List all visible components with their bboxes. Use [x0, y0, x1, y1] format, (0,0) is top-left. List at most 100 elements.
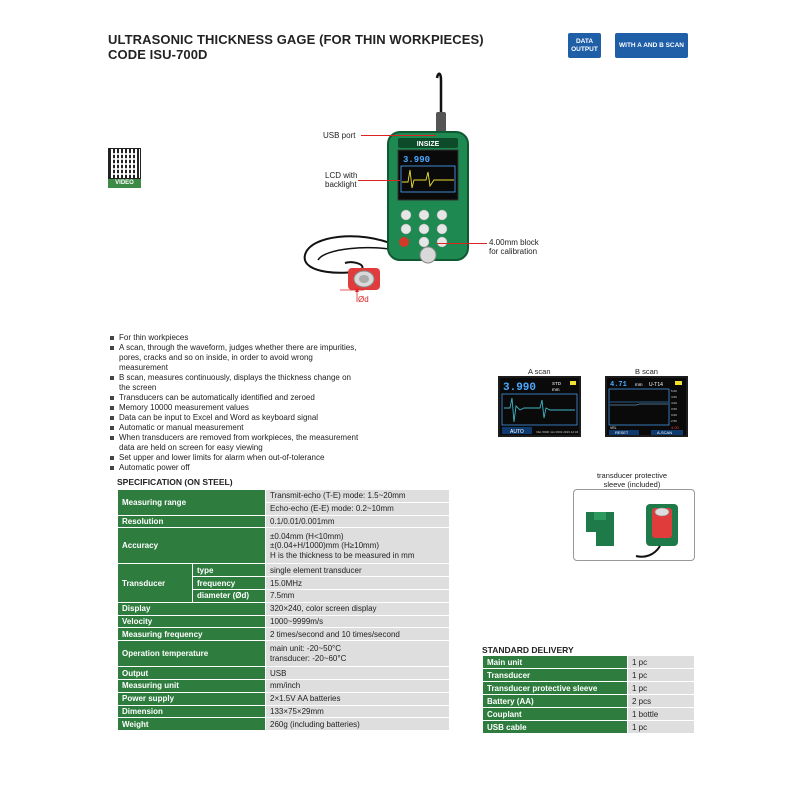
spec-value: ±0.04mm (H<10mm) ±(0.04+H/1000)mm (H≥10m… — [265, 527, 450, 565]
a-scan-screen: 3.990 STD mm AUTO VEL 5900 m/s F001 2023… — [498, 376, 581, 437]
b-scale-4: 3.00 — [671, 413, 677, 417]
sleeve-image — [573, 489, 695, 561]
delivery-item: Transducer — [482, 668, 628, 682]
spec-value: 15.0MHz — [265, 576, 450, 590]
spec-value: main unit: -20~50°C transducer: -20~60°C — [265, 640, 450, 668]
callout-block: 4.00mm block for calibration — [489, 238, 539, 256]
feature-list: For thin workpieces A scan, through the … — [110, 333, 360, 473]
list-item: When transducers are removed from workpi… — [110, 433, 360, 453]
spec-label: Power supply — [117, 691, 266, 706]
spec-value: 133×75×29mm — [265, 704, 450, 719]
spec-label: Output — [117, 666, 266, 680]
table-row: frequency 15.0MHz — [118, 576, 450, 590]
b-scale-0: 5.00 — [671, 389, 677, 393]
list-item: Automatic or manual measurement — [110, 423, 360, 433]
spec-value: USB — [265, 666, 450, 680]
page-title: ULTRASONIC THICKNESS GAGE (FOR THIN WORK… — [108, 32, 484, 62]
spec-value: 0.1/0.01/0.001mm — [265, 514, 450, 529]
callout-line-usb — [361, 135, 436, 136]
qr-label: VIDEO — [108, 179, 141, 188]
callout-line-lcd — [358, 180, 400, 181]
a-scan-label: A scan — [528, 367, 551, 376]
spec-value: Transmit-echo (T-E) mode: 1.5~20mm — [265, 489, 450, 503]
spec-value: single element transducer — [265, 563, 450, 578]
sleeve-text-1: transducer protective — [596, 471, 668, 480]
spec-label: Resolution — [117, 514, 266, 529]
table-row: Display 320×240, color screen display — [117, 601, 450, 616]
table-row: Measuring unit mm/inch — [117, 678, 450, 693]
delivery-qty: 1 bottle — [627, 707, 695, 721]
table-row: Velocity 1000~9999m/s — [117, 614, 450, 629]
a-scan-unit-top: STD — [552, 381, 562, 386]
table-row: Output USB — [117, 666, 450, 680]
spec-label: Weight — [117, 717, 266, 732]
a-scan-footer: VEL 5900 m/s F001 2023 12:34 — [536, 430, 579, 434]
lcd-text-2: backlight — [325, 180, 357, 189]
badge-text-1: DATA — [575, 37, 594, 45]
callout-lcd: LCD with backlight — [325, 171, 357, 189]
a-scan-value: 3.990 — [503, 382, 536, 394]
table-row: Measuring frequency 2 times/second and 1… — [117, 627, 450, 642]
table-row: Weight 260g (including batteries) — [117, 717, 450, 732]
delivery-qty: 1 pc — [627, 681, 695, 695]
b-scale-2: 4.00 — [671, 401, 677, 405]
spec-value: 260g (including batteries) — [265, 717, 450, 732]
table-row: Transducer type single element transduce… — [117, 563, 450, 603]
b-scan-readout: 4.00 — [671, 425, 680, 430]
table-row: Operation temperature main unit: -20~50°… — [117, 640, 450, 668]
callout-line-block — [437, 243, 487, 244]
lcd-text-1: LCD with — [325, 171, 358, 180]
b-scan-probe: U-T14 — [649, 382, 663, 388]
spec-title: SPECIFICATION (ON STEEL) — [117, 477, 233, 487]
spec-value: 1000~9999m/s — [265, 614, 450, 629]
b-scale-1: 4.50 — [671, 395, 677, 399]
sleeve-text-2: sleeve (included) — [603, 480, 661, 489]
scan-badge: WITH A AND B SCAN — [615, 33, 688, 58]
spec-sublabel: diameter (Ød) — [192, 588, 266, 603]
list-item: Data can be input to Excel and Word as k… — [110, 413, 360, 423]
diameter-label: Ød — [358, 295, 369, 304]
list-item: Memory 10000 measurement values — [110, 403, 360, 413]
b-scan-label: B scan — [635, 367, 658, 376]
standard-delivery-title: STANDARD DELIVERY — [482, 645, 574, 655]
spec-label: Measuring unit — [117, 678, 266, 693]
list-item: Automatic power off — [110, 463, 360, 473]
spec-label: Measuring range — [117, 489, 266, 516]
accuracy-line-3: H is the thickness to be measured in mm — [270, 550, 415, 560]
spec-label: Dimension — [117, 704, 266, 719]
table-row: Measuring range Transmit-echo (T-E) mode… — [117, 489, 450, 516]
b-scan-value: 4.71 — [610, 381, 627, 389]
delivery-item: Battery (AA) — [482, 694, 628, 708]
qr-code-icon — [108, 148, 141, 179]
spec-value: Echo-echo (E-E) mode: 0.2~10mm — [265, 501, 450, 516]
delivery-item: Transducer protective sleeve — [482, 681, 628, 695]
spec-sublabel: frequency — [192, 576, 266, 590]
device-screen-value: 3.990 — [403, 155, 430, 165]
spec-sublabel: type — [192, 563, 266, 578]
accuracy-line-2: ±(0.04+H/1000)mm (H≥10mm) — [270, 541, 380, 551]
table-row: Dimension 133×75×29mm — [117, 704, 450, 719]
table-row: Accuracy ±0.04mm (H<10mm) ±(0.04+H/1000)… — [117, 527, 450, 565]
table-row: Resolution 0.1/0.01/0.001mm — [117, 514, 450, 529]
table-row: Battery (AA)2 pcs — [482, 694, 695, 708]
spec-label: Velocity — [117, 614, 266, 629]
list-item: Set upper and lower limits for alarm whe… — [110, 453, 360, 463]
spec-value: 2×1.5V AA batteries — [265, 691, 450, 706]
delivery-qty: 1 pc — [627, 655, 695, 669]
delivery-item: Main unit — [482, 655, 628, 669]
spec-label: Measuring frequency — [117, 627, 266, 642]
b-scale-5: 2.50 — [671, 419, 677, 423]
temp-line-2: transducer: -20~60°C — [270, 653, 347, 663]
table-row: Power supply 2×1.5V AA batteries — [117, 691, 450, 706]
spec-value: 320×240, color screen display — [265, 601, 450, 616]
list-item: Transducers can be automatically identif… — [110, 393, 360, 403]
delivery-qty: 1 pc — [627, 668, 695, 682]
block-text-1: 4.00mm block — [489, 238, 539, 247]
spec-value: mm/inch — [265, 678, 450, 693]
b-scan-ascan: A-SCAN — [657, 430, 672, 435]
video-qr-code[interactable]: VIDEO — [108, 148, 141, 188]
